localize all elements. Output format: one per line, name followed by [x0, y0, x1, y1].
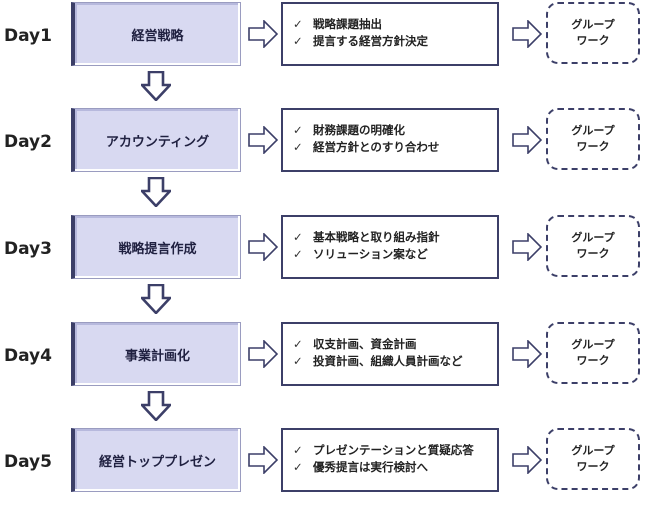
detail-item-text: プレゼンテーションと質疑応答 — [313, 443, 474, 457]
detail-box: ✓ 基本戦略と取り組み指針 ✓ ソリューション案など — [281, 215, 499, 279]
detail-item-text: ソリューション案など — [313, 247, 428, 261]
check-icon: ✓ — [293, 34, 303, 48]
down-arrow-icon — [141, 284, 171, 314]
detail-item-text: 財務課題の明確化 — [313, 123, 405, 137]
stage-box: 戦略提言作成 — [71, 215, 241, 279]
group-work-line1: グループ — [571, 18, 615, 31]
detail-box: ✓ 戦略課題抽出 ✓ 提言する経営方針決定 — [281, 2, 499, 66]
stage-box: 事業計画化 — [71, 322, 241, 386]
group-work-box: グループ ワーク — [546, 108, 640, 170]
right-arrow-icon — [512, 126, 542, 154]
right-arrow-icon — [248, 446, 278, 474]
group-work-box: グループ ワーク — [546, 322, 640, 384]
right-arrow-icon — [248, 340, 278, 368]
detail-item: ✓ 経営方針とのすり合わせ — [293, 139, 497, 156]
detail-item-text: 収支計画、資金計画 — [313, 337, 417, 351]
detail-item: ✓ プレゼンテーションと質疑応答 — [293, 442, 497, 459]
detail-box: ✓ 収支計画、資金計画 ✓ 投資計画、組織人員計画など — [281, 322, 499, 386]
check-icon: ✓ — [293, 230, 303, 244]
group-work-box: グループ ワーク — [546, 2, 640, 64]
right-arrow-icon — [248, 233, 278, 261]
down-arrow-icon — [141, 391, 171, 421]
check-icon: ✓ — [293, 337, 303, 351]
detail-item-text: 提言する経営方針決定 — [313, 34, 428, 48]
group-work-line1: グループ — [571, 124, 615, 137]
detail-box: ✓ プレゼンテーションと質疑応答 ✓ 優秀提言は実行検討へ — [281, 428, 499, 492]
group-work-box: グループ ワーク — [546, 215, 640, 277]
day-label: Day1 — [4, 26, 52, 46]
right-arrow-icon — [248, 20, 278, 48]
day-row: Day5 経営トッププレゼン ✓ プレゼンテーションと質疑応答 ✓ 優秀提言は実行検討… — [0, 424, 645, 510]
detail-item: ✓ 提言する経営方針決定 — [293, 33, 497, 50]
check-icon: ✓ — [293, 354, 303, 368]
detail-item: ✓ 基本戦略と取り組み指針 — [293, 229, 497, 246]
group-work-line2: ワーク — [576, 140, 610, 153]
group-work-line2: ワーク — [576, 247, 610, 260]
day-row: Day2 アカウンティング ✓ 財務課題の明確化 ✓ 経営方針とのすり合わせ グループ… — [0, 104, 645, 190]
check-icon: ✓ — [293, 460, 303, 474]
right-arrow-icon — [512, 446, 542, 474]
check-icon: ✓ — [293, 123, 303, 137]
detail-item-text: 基本戦略と取り組み指針 — [313, 230, 440, 244]
detail-item-text: 投資計画、組織人員計画など — [313, 354, 463, 368]
detail-item: ✓ ソリューション案など — [293, 246, 497, 263]
check-icon: ✓ — [293, 140, 303, 154]
detail-box: ✓ 財務課題の明確化 ✓ 経営方針とのすり合わせ — [281, 108, 499, 172]
right-arrow-icon — [248, 126, 278, 154]
day-row: Day4 事業計画化 ✓ 収支計画、資金計画 ✓ 投資計画、組織人員計画など グループ… — [0, 318, 645, 404]
right-arrow-icon — [512, 340, 542, 368]
check-icon: ✓ — [293, 247, 303, 261]
detail-item: ✓ 優秀提言は実行検討へ — [293, 459, 497, 476]
day-label: Day4 — [4, 346, 52, 366]
detail-item-text: 経営方針とのすり合わせ — [313, 140, 440, 154]
right-arrow-icon — [512, 233, 542, 261]
detail-item: ✓ 収支計画、資金計画 — [293, 336, 497, 353]
stage-box: 経営戦略 — [71, 2, 241, 66]
group-work-line1: グループ — [571, 231, 615, 244]
detail-item-text: 優秀提言は実行検討へ — [313, 460, 428, 474]
stage-box: 経営トッププレゼン — [71, 428, 241, 492]
right-arrow-icon — [512, 20, 542, 48]
detail-item: ✓ 戦略課題抽出 — [293, 16, 497, 33]
group-work-line2: ワーク — [576, 34, 610, 47]
detail-item-text: 戦略課題抽出 — [313, 17, 382, 31]
group-work-line1: グループ — [571, 444, 615, 457]
detail-item: ✓ 財務課題の明確化 — [293, 122, 497, 139]
day-row: Day3 戦略提言作成 ✓ 基本戦略と取り組み指針 ✓ ソリューション案など グループ… — [0, 211, 645, 297]
down-arrow-icon — [141, 71, 171, 101]
group-work-line2: ワーク — [576, 354, 610, 367]
down-arrow-icon — [141, 177, 171, 207]
check-icon: ✓ — [293, 443, 303, 457]
check-icon: ✓ — [293, 17, 303, 31]
group-work-line2: ワーク — [576, 460, 610, 473]
day-row: Day1 経営戦略 ✓ 戦略課題抽出 ✓ 提言する経営方針決定 グループ ワーク — [0, 0, 645, 84]
detail-item: ✓ 投資計画、組織人員計画など — [293, 353, 497, 370]
group-work-box: グループ ワーク — [546, 428, 640, 490]
stage-box: アカウンティング — [71, 108, 241, 172]
day-label: Day3 — [4, 239, 52, 259]
group-work-line1: グループ — [571, 338, 615, 351]
day-label: Day5 — [4, 452, 52, 472]
day-label: Day2 — [4, 132, 52, 152]
